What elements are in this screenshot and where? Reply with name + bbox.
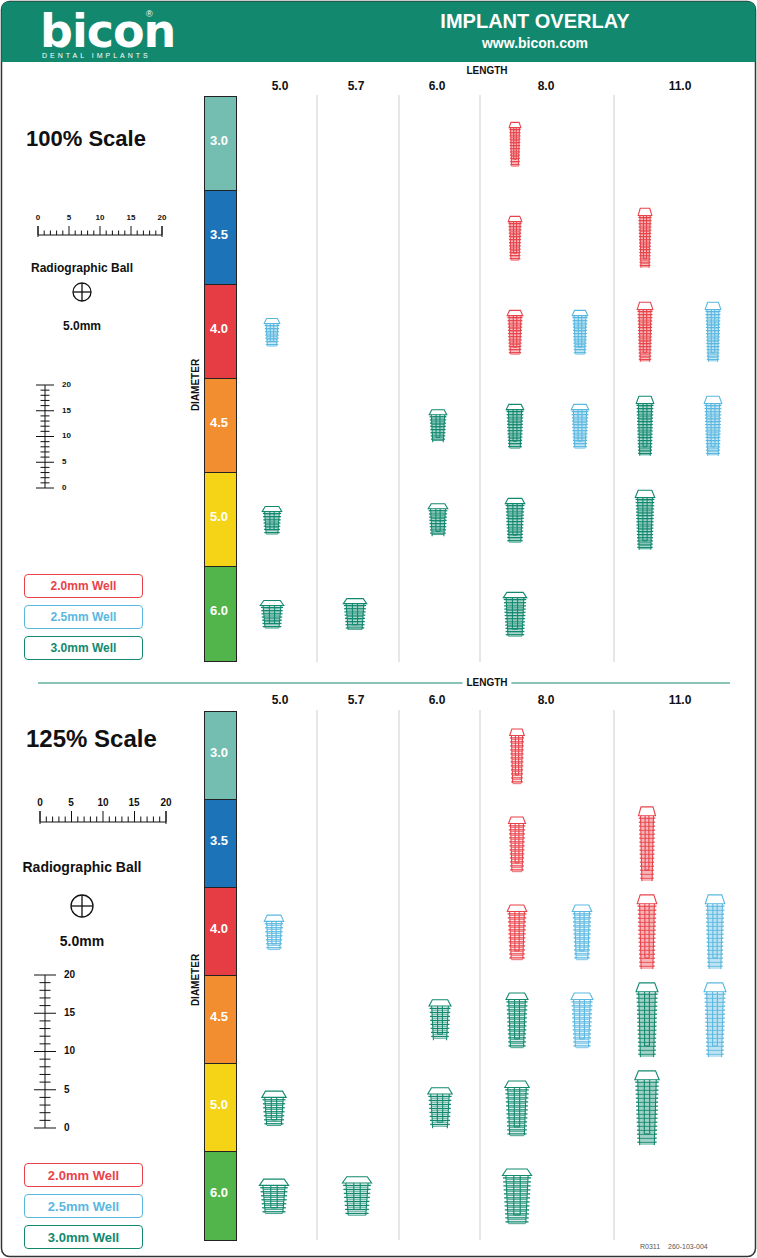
ruler-number: 20 bbox=[62, 381, 71, 389]
ruler-caption: 5.0mm bbox=[60, 934, 104, 948]
legend-box: 2.0mm Well bbox=[24, 1163, 143, 1187]
ruler-number: 10 bbox=[96, 214, 105, 222]
column-header: 5.0 bbox=[272, 694, 289, 706]
trademark: ® bbox=[146, 10, 153, 19]
title: IMPLANT OVERLAY bbox=[440, 11, 629, 31]
ruler-number: 0 bbox=[36, 214, 40, 222]
ruler-number: 5 bbox=[62, 458, 66, 466]
diameter-value: 3.5 bbox=[210, 833, 228, 848]
legend-box: 2.5mm Well bbox=[24, 605, 143, 629]
legend-text: 3.0mm Well bbox=[51, 641, 117, 655]
logo-subtitle: DENTAL IMPLANTS bbox=[42, 52, 151, 59]
ruler-number: 5 bbox=[68, 798, 74, 808]
ruler-number: 10 bbox=[64, 1046, 75, 1056]
ruler-number: 10 bbox=[62, 432, 71, 440]
ruler-caption: 5.0mm bbox=[63, 320, 101, 332]
scale-title: 125% Scale bbox=[26, 727, 157, 751]
legend-text: 2.5mm Well bbox=[48, 1199, 119, 1214]
diameter-band: 6.0 bbox=[205, 567, 236, 661]
legend-text: 2.5mm Well bbox=[51, 610, 117, 624]
diameter-value: 3.0 bbox=[210, 133, 228, 148]
axis-title: DIAMETER bbox=[191, 954, 201, 1006]
diameter-band: 4.0 bbox=[205, 285, 236, 379]
ruler-number: 15 bbox=[64, 1008, 75, 1018]
header-bar bbox=[2, 2, 756, 63]
ruler-number: 15 bbox=[62, 407, 71, 415]
diameter-band: 4.0 bbox=[205, 888, 236, 976]
ruler-number: 5 bbox=[64, 1085, 70, 1095]
website: www.bicon.com bbox=[482, 36, 588, 50]
legend-box: 2.0mm Well bbox=[24, 574, 143, 598]
diameter-band: 5.0 bbox=[205, 1064, 236, 1152]
legend-box: 2.5mm Well bbox=[24, 1194, 143, 1218]
diameter-value: 4.5 bbox=[210, 1009, 228, 1024]
column-header: 11.0 bbox=[669, 694, 692, 706]
diameter-band: 3.0 bbox=[205, 97, 236, 191]
legend-box: 3.0mm Well bbox=[24, 1225, 143, 1249]
diameter-band: 3.5 bbox=[205, 191, 236, 285]
column-dividers bbox=[317, 95, 614, 1240]
column-header: 5.7 bbox=[348, 80, 365, 92]
diameter-band: 6.0 bbox=[205, 1152, 236, 1240]
ruler-number: 5 bbox=[67, 214, 71, 222]
diameter-value: 5.0 bbox=[210, 509, 228, 524]
axis-title: LENGTH bbox=[466, 66, 507, 76]
ruler-number: 20 bbox=[64, 970, 75, 980]
axis-title: LENGTH bbox=[462, 678, 511, 688]
column-header: 5.0 bbox=[272, 80, 289, 92]
diameter-value: 3.5 bbox=[210, 227, 228, 242]
column-header: 8.0 bbox=[538, 694, 555, 706]
ruler-caption: Radiographic Ball bbox=[22, 860, 141, 874]
column-header: 8.0 bbox=[538, 80, 555, 92]
diameter-value: 4.0 bbox=[210, 921, 228, 936]
diameter-value: 3.0 bbox=[210, 745, 228, 760]
diameter-value: 5.0 bbox=[210, 1097, 228, 1112]
column-header: 6.0 bbox=[429, 80, 446, 92]
legend-box: 3.0mm Well bbox=[24, 636, 143, 660]
diameter-band: 5.0 bbox=[205, 473, 236, 567]
ruler bbox=[34, 226, 166, 1128]
diameter-value: 6.0 bbox=[210, 603, 228, 618]
ruler-number: 15 bbox=[128, 798, 139, 808]
legend-text: 2.0mm Well bbox=[51, 579, 117, 593]
section-separator bbox=[38, 682, 730, 683]
diameter-value: 6.0 bbox=[210, 1185, 228, 1200]
diameter-band: 3.5 bbox=[205, 800, 236, 888]
diameter-value: 4.5 bbox=[210, 415, 228, 430]
logo-text: bicon bbox=[40, 8, 175, 54]
column-header: 11.0 bbox=[669, 80, 692, 92]
column-header: 5.7 bbox=[348, 694, 365, 706]
diameter-value: 4.0 bbox=[210, 321, 228, 336]
ruler-caption: Radiographic Ball bbox=[31, 262, 133, 274]
part-number: 260-103-004 bbox=[668, 1243, 708, 1250]
column-header: 6.0 bbox=[429, 694, 446, 706]
legend-text: 2.0mm Well bbox=[48, 1168, 119, 1183]
implant-outlines bbox=[259, 122, 726, 1223]
ruler-number: 0 bbox=[64, 1123, 70, 1133]
diameter-band: 4.5 bbox=[205, 379, 236, 473]
ruler-number: 15 bbox=[127, 214, 136, 222]
ruler-number: 20 bbox=[158, 214, 167, 222]
ruler-number: 0 bbox=[37, 798, 43, 808]
part-number: R0311 bbox=[640, 1243, 660, 1250]
diameter-band: 3.0 bbox=[205, 712, 236, 800]
ruler-number: 0 bbox=[62, 484, 66, 492]
diameter-band: 4.5 bbox=[205, 976, 236, 1064]
ruler-number: 10 bbox=[97, 798, 108, 808]
legend-text: 3.0mm Well bbox=[48, 1230, 119, 1245]
ruler-number: 20 bbox=[160, 798, 171, 808]
axis-title: DIAMETER bbox=[191, 359, 201, 411]
scale-title: 100% Scale bbox=[26, 128, 146, 150]
